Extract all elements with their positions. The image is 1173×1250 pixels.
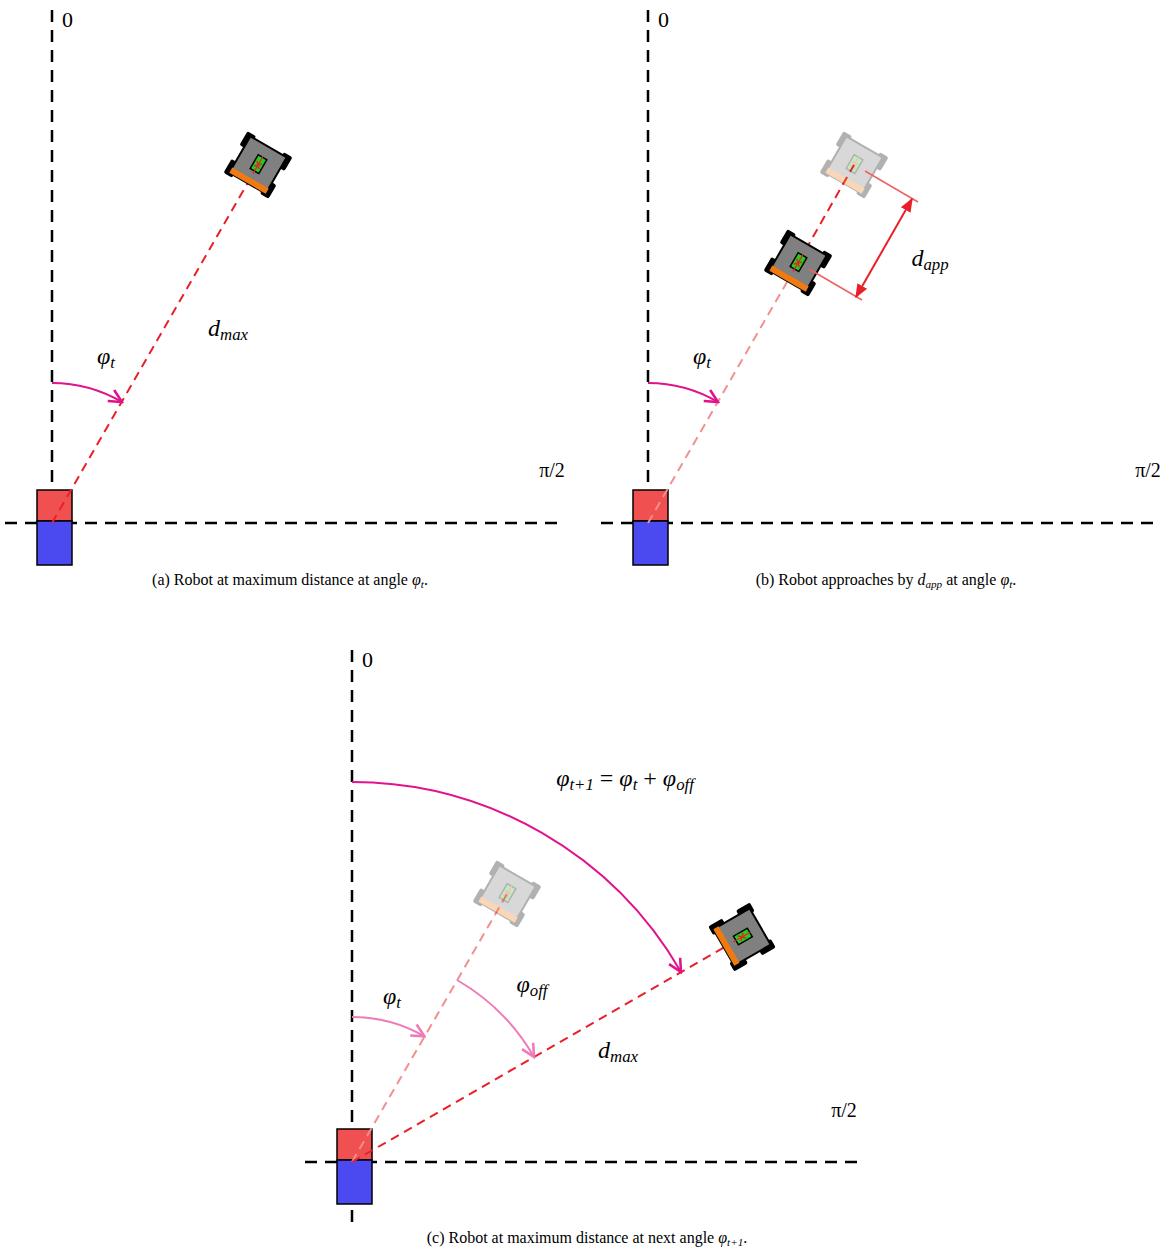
axis-label: 0 — [62, 8, 73, 32]
axis-label: π/2 — [831, 1099, 857, 1121]
angle-label: φt — [383, 983, 401, 1009]
angle-label: φt — [97, 343, 115, 369]
axis-label: π/2 — [1135, 459, 1161, 481]
caption: (b) Robot approaches by dapp at angle φt… — [756, 571, 1017, 589]
angle-label: φt — [693, 343, 711, 369]
axis-label: 0 — [658, 8, 669, 32]
distance-label: dapp — [911, 245, 948, 271]
angle-label: φoff — [517, 971, 548, 997]
caption: (a) Robot at maximum distance at angle φ… — [152, 571, 428, 589]
panel-c — [305, 650, 860, 1228]
panel-b — [601, 10, 1161, 565]
axis-label: 0 — [362, 648, 373, 672]
distance-label: dmax — [208, 315, 248, 341]
equation-label: φt+1 = φt + φoff — [556, 765, 694, 791]
panel-a — [5, 10, 565, 565]
caption: (c) Robot at maximum distance at next an… — [427, 1229, 748, 1247]
distance-label: dmax — [598, 1037, 638, 1063]
axis-label: π/2 — [539, 459, 565, 481]
